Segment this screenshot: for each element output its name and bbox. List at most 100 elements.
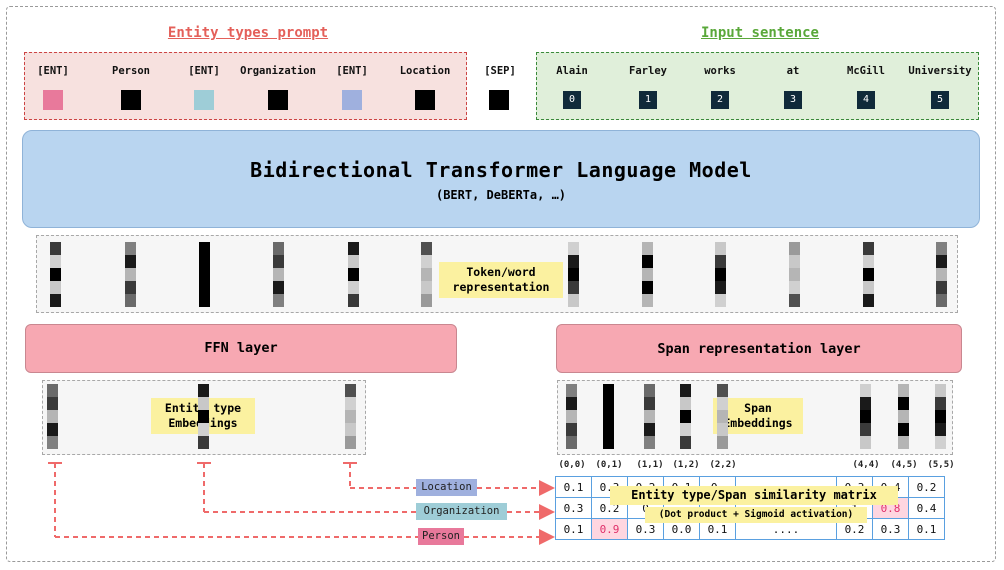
matrix-cell: 0.9 [591, 518, 628, 540]
span-embedding-segment [603, 397, 614, 410]
input-token-index: 2 [711, 91, 729, 109]
token-vector-segment [421, 281, 432, 294]
token-vector-segment [273, 281, 284, 294]
span-embedding-segment [717, 410, 728, 423]
token-vector-segment [125, 294, 136, 307]
input-token-index: 1 [639, 91, 657, 109]
token-vector-segment [421, 294, 432, 307]
token-vector-segment [642, 294, 653, 307]
span-embedding-segment [566, 423, 577, 436]
token-vector-segment [863, 294, 874, 307]
token-vector-segment [789, 281, 800, 294]
matrix-cell: 0.2 [908, 476, 945, 498]
token-vector-segment [715, 255, 726, 268]
token-vector-segment [568, 268, 579, 281]
matrix-cell: .... [735, 518, 837, 540]
prompt-token-label: [ENT] [336, 65, 368, 77]
entity-embedding-segment [47, 410, 58, 423]
matrix-cell: 0.4 [908, 497, 945, 519]
entity-embedding-segment [47, 384, 58, 397]
token-vector-segment [125, 255, 136, 268]
entity-type-tag: Organization [416, 503, 507, 520]
input-token-index: 0 [563, 91, 581, 109]
token-vector-segment [199, 281, 210, 294]
entity-embedding-segment [345, 397, 356, 410]
entity-embedding-segment [198, 436, 209, 449]
span-embedding-segment [935, 384, 946, 397]
token-vector-segment [50, 255, 61, 268]
token-vector-segment [568, 294, 579, 307]
token-vector-segment [199, 294, 210, 307]
span-embedding-segment [717, 436, 728, 449]
span-label: (5,5) [927, 460, 955, 470]
matrix-cell: 0.0 [663, 518, 700, 540]
span-label: (1,1) [636, 460, 664, 470]
token-representation-label: Token/word representation [439, 262, 563, 298]
prompt-token-label: Organization [240, 65, 316, 77]
entity-embedding-segment [345, 384, 356, 397]
input-sentence-panel [536, 52, 979, 120]
ffn-layer: FFN layer [25, 324, 457, 373]
span-embedding-segment [566, 410, 577, 423]
prompt-token-square [121, 90, 141, 110]
token-vector-segment [348, 255, 359, 268]
span-label: (0,0) [558, 460, 586, 470]
token-vector-segment [936, 255, 947, 268]
token-vector-segment [348, 294, 359, 307]
token-vector-segment [125, 281, 136, 294]
model-subtitle: (BERT, DeBERTa, …) [435, 188, 567, 202]
entity-embedding-segment [198, 397, 209, 410]
span-embedding-segment [566, 436, 577, 449]
span-embedding-segment [644, 397, 655, 410]
span-embedding-segment [935, 436, 946, 449]
span-embedding-segment [603, 410, 614, 423]
input-token-word: works [704, 65, 736, 77]
span-embedding-segment [860, 410, 871, 423]
input-token-index: 3 [784, 91, 802, 109]
span-label: (2,2) [709, 460, 737, 470]
span-embedding-segment [644, 410, 655, 423]
token-vector-segment [50, 281, 61, 294]
span-embedding-segment [603, 423, 614, 436]
span-embedding-segment [717, 423, 728, 436]
token-vector-segment [863, 255, 874, 268]
token-vector-segment [936, 268, 947, 281]
span-label: (1,2) [672, 460, 700, 470]
span-embedding-segment [898, 410, 909, 423]
token-vector-segment [715, 294, 726, 307]
token-vector-segment [936, 242, 947, 255]
span-embedding-segment [898, 384, 909, 397]
input-token-word: Farley [629, 65, 667, 77]
token-vector-segment [936, 281, 947, 294]
span-label: (0,1) [595, 460, 623, 470]
entity-embedding-segment [198, 384, 209, 397]
span-embedding-segment [566, 384, 577, 397]
token-vector-segment [789, 268, 800, 281]
prompt-token-square [43, 90, 63, 110]
entity-embedding-segment [198, 410, 209, 423]
input-token-word: Alain [556, 65, 588, 77]
entity-embedding-segment [47, 423, 58, 436]
token-vector-segment [273, 242, 284, 255]
token-vector-segment [642, 255, 653, 268]
prompt-token-label: Person [112, 65, 150, 77]
matrix-title: Entity type/Span similarity matrix [610, 486, 898, 505]
span-embedding-segment [898, 423, 909, 436]
input-token-index: 5 [931, 91, 949, 109]
span-embedding-segment [935, 410, 946, 423]
model-title: Bidirectional Transformer Language Model [250, 158, 752, 182]
span-embedding-segment [860, 436, 871, 449]
matrix-cell: 0.3 [872, 518, 909, 540]
span-embedding-segment [680, 397, 691, 410]
token-vector-segment [348, 281, 359, 294]
token-vector-segment [421, 242, 432, 255]
span-embedding-segment [860, 397, 871, 410]
token-vector-segment [199, 255, 210, 268]
token-vector-segment [863, 281, 874, 294]
sep-token-square [489, 90, 509, 110]
token-vector-segment [568, 281, 579, 294]
token-vector-segment [199, 268, 210, 281]
span-embedding-segment [717, 397, 728, 410]
